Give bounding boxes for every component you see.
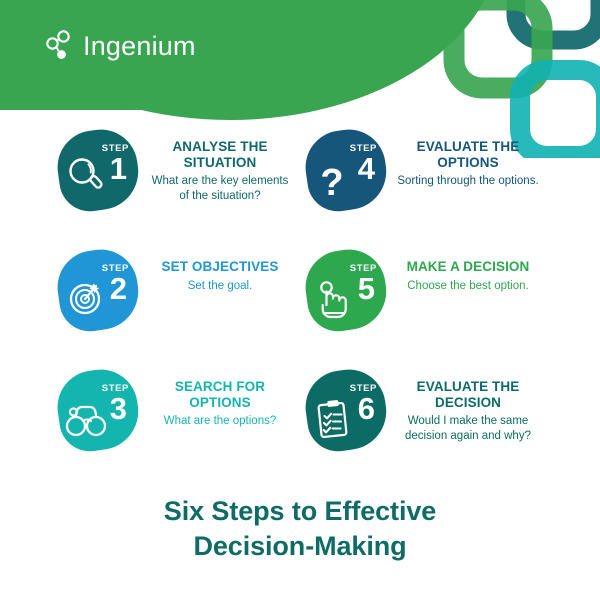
binoculars-icon <box>65 404 109 438</box>
magnifying-glass-icon <box>66 155 108 197</box>
brand-logo: Ingenium <box>44 30 196 62</box>
step-number-3: 3 <box>109 391 127 426</box>
step-text-1: ANALYSE THE SITUATION What are the key e… <box>138 128 294 204</box>
step-number-6: 6 <box>357 391 375 426</box>
step-title-3: SEARCH FOR OPTIONS <box>174 379 266 410</box>
step-number-4: 4 <box>357 151 375 186</box>
step-badge-1: STEP 1 <box>52 124 144 216</box>
step-text-2: SET OBJECTIVES Set the goal. <box>138 248 294 294</box>
ring-cyan <box>510 60 600 158</box>
step-card-5[interactable]: STEP 5 MAKE A DECISION Choose the best o… <box>300 244 542 361</box>
molecule-three-circles-icon <box>44 30 74 62</box>
step-card-2[interactable]: STEP 2 SET OBJECTIVES Set th <box>52 244 294 361</box>
step-card-4[interactable]: STEP 4 ? EVALUATE THE OPTIONS Sorting th… <box>300 124 542 241</box>
step-title-6: EVALUATE THE DECISION <box>416 379 520 410</box>
svg-text:?: ? <box>320 165 343 201</box>
step-number-2: 2 <box>109 271 127 306</box>
page-title-line-2: Decision-Making <box>193 530 407 561</box>
step-badge-5: STEP 5 <box>300 244 392 336</box>
step-description-1: What are the key elements of the situati… <box>151 175 289 203</box>
target-dartboard-icon <box>66 275 108 317</box>
page-title-line-1: Six Steps to Effective <box>163 496 437 526</box>
decorative-rings <box>440 0 600 158</box>
clipboard-checklist-icon <box>315 399 351 439</box>
page-title: Six Steps to Effective Decision-Making <box>0 494 600 563</box>
step-card-6[interactable]: STEP 6 <box>300 364 542 481</box>
step-badge-2: STEP 2 <box>52 244 144 336</box>
step-description-6: Would I make the same decision again and… <box>405 415 531 443</box>
question-mark-icon: ? <box>316 165 348 201</box>
step-title-4: EVALUATE THE OPTIONS <box>416 139 520 170</box>
step-number-5: 5 <box>357 271 375 306</box>
step-badge-3: STEP 3 <box>52 364 144 456</box>
steps-grid: STEP 1 ANALYSE THE SITUATION What are th… <box>0 124 600 481</box>
step-text-4: EVALUATE THE OPTIONS Sorting through the… <box>386 128 542 189</box>
brand-name: Ingenium <box>83 30 196 61</box>
step-badge-4: STEP 4 ? <box>300 124 392 216</box>
step-text-6: EVALUATE THE DECISION Would I make the s… <box>386 368 542 444</box>
step-number-1: 1 <box>109 151 127 186</box>
step-text-3: SEARCH FOR OPTIONS What are the options? <box>138 368 294 429</box>
step-card-1[interactable]: STEP 1 ANALYSE THE SITUATION What are th… <box>52 124 294 241</box>
step-card-3[interactable]: STEP 3 SEARCH FOR OPTIONS Wh <box>52 364 294 481</box>
step-title-2: SET OBJECTIVES <box>161 259 279 274</box>
step-badge-6: STEP 6 <box>300 364 392 456</box>
step-description-5: Choose the best option. <box>407 279 529 292</box>
ring-green <box>443 0 553 99</box>
step-description-3: What are the options? <box>163 415 277 428</box>
pointing-hand-tap-icon <box>316 280 352 320</box>
step-description-4: Sorting through the options. <box>397 175 539 188</box>
ring-dark-teal <box>506 0 600 50</box>
step-title-5: MAKE A DECISION <box>406 259 530 274</box>
step-text-5: MAKE A DECISION Choose the best option. <box>386 248 542 294</box>
step-description-2: Set the goal. <box>187 279 253 292</box>
step-title-1: ANALYSE THE SITUATION <box>172 139 268 170</box>
